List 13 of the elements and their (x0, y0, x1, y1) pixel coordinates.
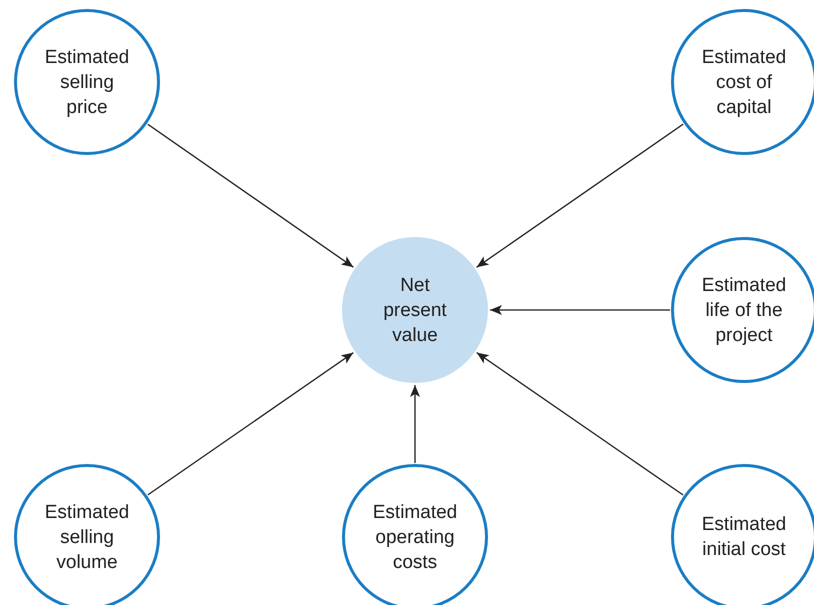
circle-label: Estimated selling volume (44, 500, 130, 574)
arrow (476, 352, 684, 496)
circle-label: Estimated operating costs (372, 500, 458, 574)
circle-label: Estimated initial cost (700, 513, 788, 562)
circle-label: Estimated life of the project (700, 274, 788, 348)
arrow (490, 305, 670, 315)
circle-label: Estimated selling price (44, 46, 130, 120)
arrow (147, 352, 354, 496)
circle-label: Net present value (382, 274, 448, 348)
arrow (410, 385, 420, 463)
circle-label: Estimated cost of capital (700, 46, 788, 120)
arrow (147, 124, 354, 268)
arrow (476, 124, 684, 268)
